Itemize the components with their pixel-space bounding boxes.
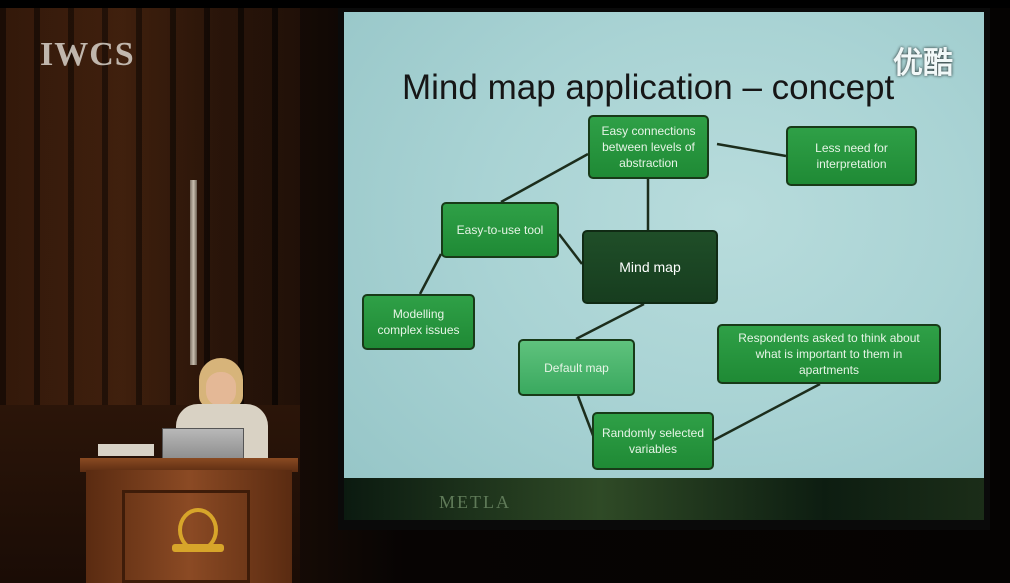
node-modelling-complex-issues: Modelling complex issues	[362, 294, 475, 350]
node-randomly-selected-variables: Randomly selected variables	[592, 412, 714, 470]
wood-wall-panels	[0, 8, 300, 438]
node-easy-connections: Easy connections between levels of abstr…	[588, 115, 709, 179]
edge-tool-mindmap	[558, 233, 583, 265]
slide-footer-text: METLA	[439, 492, 511, 512]
edge-random-respondents	[713, 382, 821, 442]
node-respondents: Respondents asked to think about what is…	[717, 324, 941, 384]
node-easy-to-use-tool: Easy-to-use tool	[441, 202, 559, 258]
channel-logo: IWCS	[40, 36, 135, 73]
edge-connections-less	[716, 142, 787, 158]
node-less-need: Less need for interpretation	[786, 126, 917, 186]
speaker-face	[206, 372, 236, 406]
slide-footer-band	[344, 478, 984, 520]
top-border	[0, 0, 1010, 8]
laptop	[162, 428, 244, 460]
node-default-map: Default map	[518, 339, 635, 396]
podium-emblem-base	[172, 544, 224, 552]
video-watermark: 优酷	[893, 47, 953, 80]
edge-default-random	[576, 395, 596, 439]
presentation-slide: Mind map application – concept Easy conn…	[344, 12, 984, 520]
edge-tool-modelling	[418, 253, 443, 295]
podium-panel	[122, 490, 250, 583]
podium-top	[80, 458, 298, 472]
papers-on-podium	[98, 444, 154, 456]
edge-connections-tool	[500, 152, 589, 204]
mind-map-connections	[418, 142, 821, 442]
slide-title: Mind map application – concept	[402, 68, 895, 107]
edge-mindmap-default	[575, 302, 645, 341]
node-mind-map: Mind map	[582, 230, 718, 304]
flag-pole	[190, 180, 197, 365]
